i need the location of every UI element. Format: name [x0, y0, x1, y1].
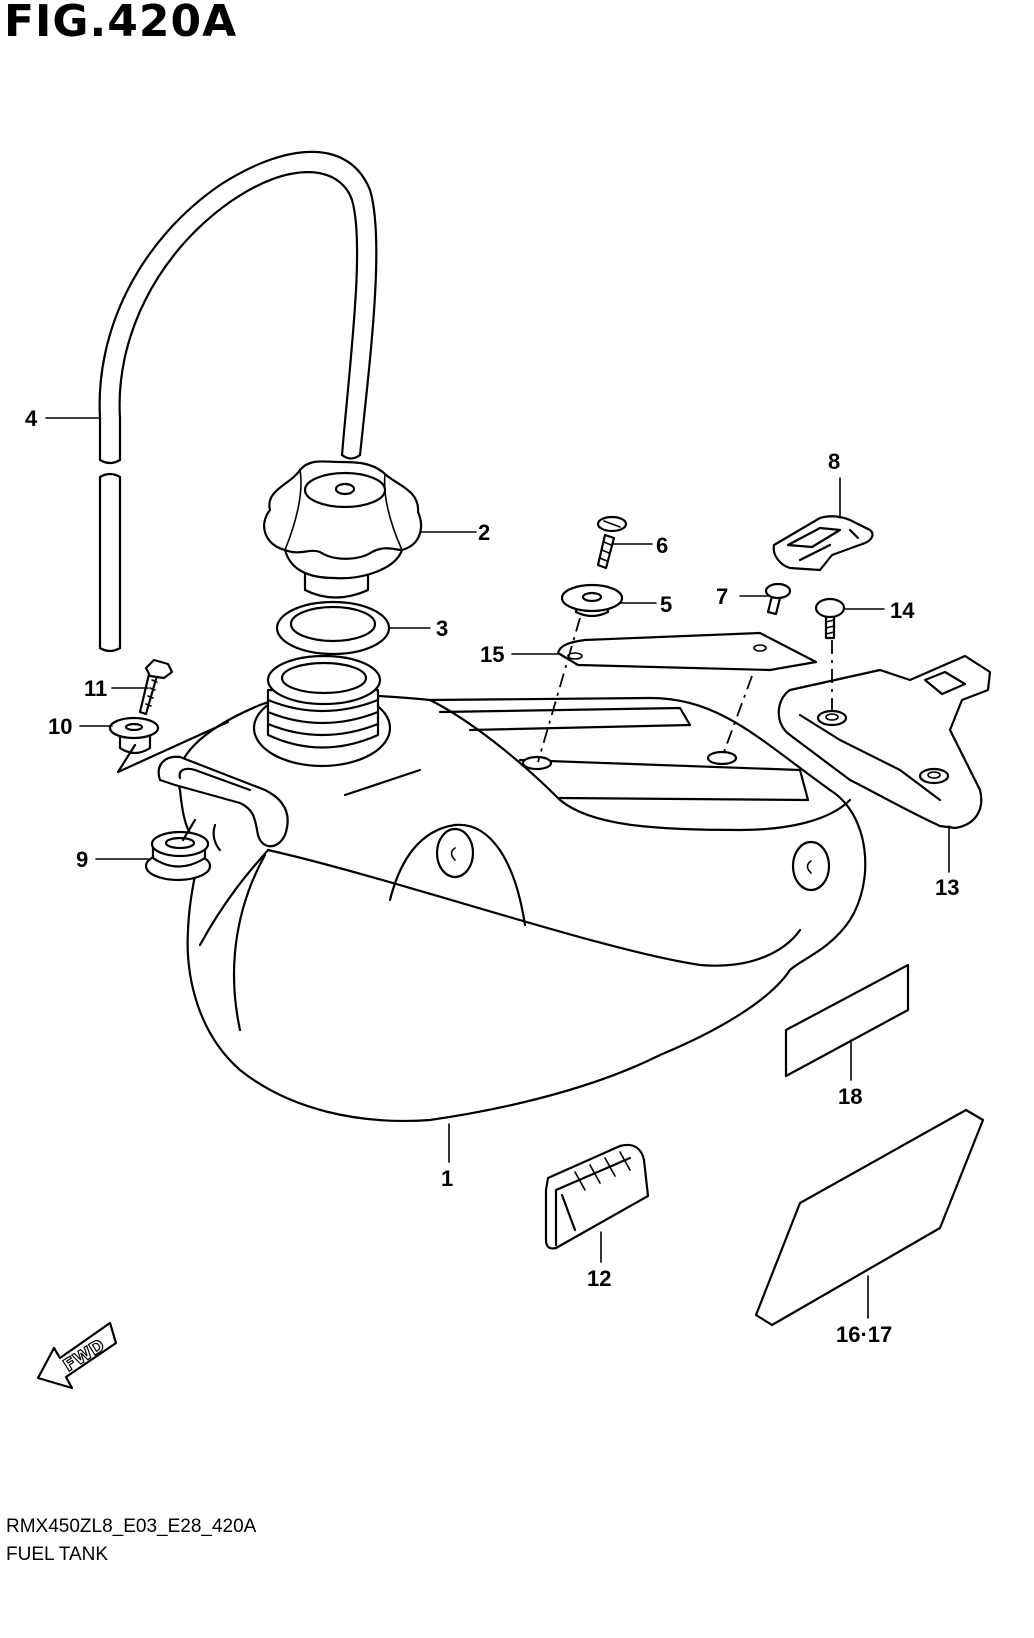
callout-12: 12	[587, 1266, 611, 1291]
cap-gasket	[275, 600, 391, 656]
collar	[108, 716, 160, 755]
bolt	[138, 658, 174, 716]
assembly-lines	[116, 617, 833, 842]
callout-13: 13	[935, 875, 959, 900]
cushion-pad	[544, 1143, 650, 1250]
fuel-tank	[157, 654, 867, 1123]
leader-lines	[45, 417, 950, 1319]
callout-4: 4	[25, 406, 38, 431]
breather-hose	[98, 150, 378, 653]
callout-6: 6	[656, 533, 668, 558]
callout-10: 10	[48, 714, 72, 739]
callout-1: 1	[441, 1166, 453, 1191]
callout-7: 7	[716, 584, 728, 609]
section-name: FUEL TANK	[6, 1544, 109, 1565]
fuel-cap	[263, 460, 423, 599]
callout-11: 11	[84, 676, 107, 701]
model-code: RMX450ZL8_E03_E28_420A	[6, 1516, 257, 1537]
label-sticker-large	[754, 1108, 985, 1327]
small-screw	[764, 582, 792, 616]
callout-3: 3	[436, 616, 448, 641]
fwd-direction-arrow: FWD	[36, 1321, 118, 1390]
callout-2: 2	[478, 520, 490, 545]
callout-16-17: 16·17	[836, 1322, 892, 1347]
callout-18: 18	[838, 1084, 862, 1109]
plate	[556, 631, 818, 672]
screw	[596, 515, 628, 570]
label-sticker-small	[784, 963, 910, 1078]
cushion	[560, 583, 624, 618]
callout-8: 8	[828, 449, 840, 474]
callout-5: 5	[660, 592, 672, 617]
callout-14: 14	[890, 598, 915, 623]
callout-15: 15	[480, 642, 504, 667]
callout-9: 9	[76, 847, 88, 872]
grommet	[144, 830, 212, 882]
clamp	[772, 515, 874, 572]
flange-bolt	[814, 597, 846, 640]
callout-labels: 4 2 3 6 5 7 8 14 15 11 10 9 13 18 1 12 1…	[25, 406, 959, 1347]
figure-title: FIG.420A	[4, 0, 238, 47]
